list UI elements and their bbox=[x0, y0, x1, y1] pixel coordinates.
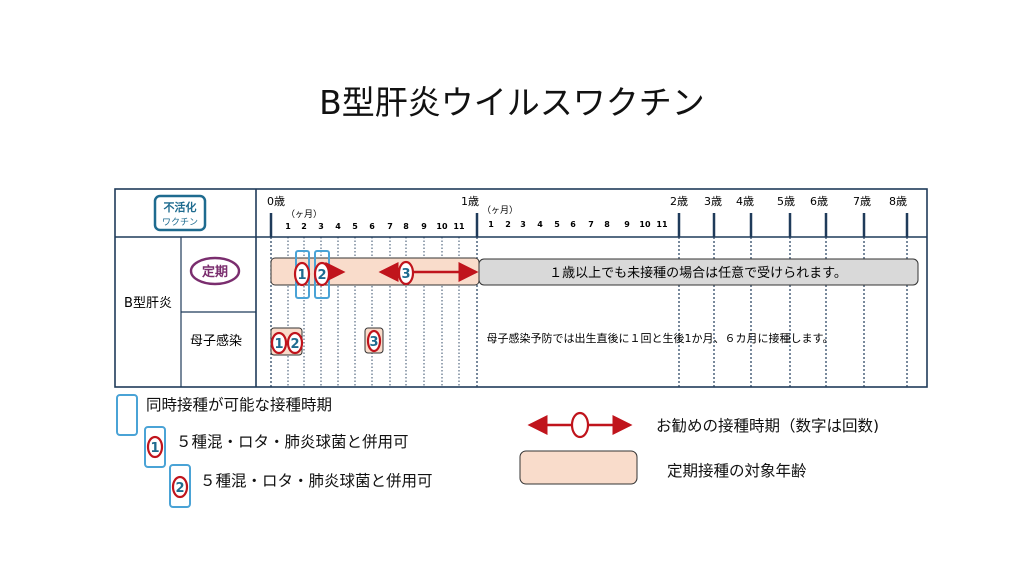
disease-label: B型肝炎 bbox=[124, 296, 172, 311]
badge-line1: 不活化 bbox=[164, 200, 197, 214]
month-label: 1 bbox=[488, 220, 494, 229]
month-label: 10 bbox=[639, 220, 651, 229]
legend-note2-label: ５種混・ロタ・肺炎球菌と併用可 bbox=[200, 472, 433, 490]
age-label: 3歳 bbox=[704, 195, 722, 208]
maternal-label: 母子感染 bbox=[190, 333, 242, 349]
month-label: 9 bbox=[624, 220, 630, 229]
routine-note: １歳以上でも未接種の場合は任意で受けられます。 bbox=[549, 265, 847, 281]
routine-dose1-marker bbox=[293, 261, 311, 287]
months-unit-label-year1: （ヶ月） bbox=[482, 205, 518, 216]
legend-recommended-label: お勧めの接種時期（数字は回数) bbox=[656, 417, 880, 435]
month-label: 4 bbox=[335, 222, 341, 231]
month-label: 9 bbox=[421, 222, 427, 231]
legend-note1-label: ５種混・ロタ・肺炎球菌と併用可 bbox=[176, 433, 409, 451]
maternal-dose2-number: 2 bbox=[290, 337, 299, 352]
maternal-dose2-marker bbox=[286, 331, 304, 355]
month-label: 3 bbox=[318, 222, 324, 231]
month-label: 4 bbox=[537, 220, 543, 229]
legend-recommended-marker bbox=[570, 411, 590, 439]
age-label: 5歳 bbox=[777, 195, 795, 208]
schedule-table-border bbox=[114, 188, 928, 388]
maternal-dose1-number: 1 bbox=[274, 337, 283, 352]
month-label: 10 bbox=[436, 222, 448, 231]
legend-note2-box bbox=[169, 464, 191, 508]
legend-note1-number: 1 bbox=[150, 441, 159, 456]
legend-note1-box bbox=[144, 426, 166, 468]
age-label: 0歳 bbox=[267, 195, 285, 208]
inactivated-vaccine-badge bbox=[153, 194, 207, 232]
age-label: 7歳 bbox=[853, 195, 871, 208]
legend-note1-marker bbox=[146, 435, 164, 459]
legend-note2-marker bbox=[171, 475, 189, 499]
routine-dose2-marker bbox=[313, 261, 331, 287]
month-label: 8 bbox=[403, 222, 409, 231]
legend-target-age-label: 定期接種の対象年齢 bbox=[667, 462, 807, 480]
legend-target-age-swatch bbox=[519, 450, 638, 485]
month-label: 7 bbox=[588, 220, 594, 229]
age-label: 6歳 bbox=[810, 195, 828, 208]
month-label: 6 bbox=[369, 222, 375, 231]
page-title: B型肝炎ウイルスワクチン bbox=[319, 83, 705, 122]
age-label: 2歳 bbox=[670, 195, 688, 208]
routine-dose2-number: 2 bbox=[317, 268, 326, 283]
month-label: 3 bbox=[520, 220, 526, 229]
age-label: 4歳 bbox=[736, 195, 754, 208]
legend-simultaneous-label: 同時接種が可能な接種時期 bbox=[146, 396, 333, 414]
month-label: 2 bbox=[301, 222, 307, 231]
month-label: 11 bbox=[656, 220, 668, 229]
optional-catchup-bar bbox=[478, 258, 919, 286]
maternal-dose3-marker bbox=[366, 329, 382, 353]
month-label: 5 bbox=[554, 220, 560, 229]
maternal-dose3-number: 3 bbox=[369, 335, 378, 350]
month-label: 1 bbox=[285, 222, 291, 231]
routine-label: 定期 bbox=[201, 264, 228, 280]
maternal-dose1-marker bbox=[270, 331, 288, 355]
routine-dose3-number: 3 bbox=[401, 267, 410, 282]
routine-label-oval bbox=[189, 256, 241, 286]
month-label: 6 bbox=[570, 220, 576, 229]
month-label: 2 bbox=[505, 220, 511, 229]
age-label: 1歳 bbox=[461, 195, 479, 208]
month-label: 11 bbox=[453, 222, 465, 231]
month-label: 8 bbox=[604, 220, 610, 229]
routine-dose3-marker bbox=[397, 260, 415, 286]
legend-note2-number: 2 bbox=[175, 481, 184, 496]
age-label: 8歳 bbox=[889, 195, 907, 208]
months-unit-label-year0: （ヶ月） bbox=[286, 209, 322, 220]
month-label: 7 bbox=[387, 222, 393, 231]
routine-dose1-number: 1 bbox=[297, 268, 306, 283]
maternal-note: 母子感染予防では出生直後に１回と生後1か月、６カ月に接種します。 bbox=[487, 331, 834, 345]
month-label: 5 bbox=[352, 222, 358, 231]
legend-simultaneous-box bbox=[116, 394, 138, 436]
badge-line2: ワクチン bbox=[162, 217, 198, 228]
